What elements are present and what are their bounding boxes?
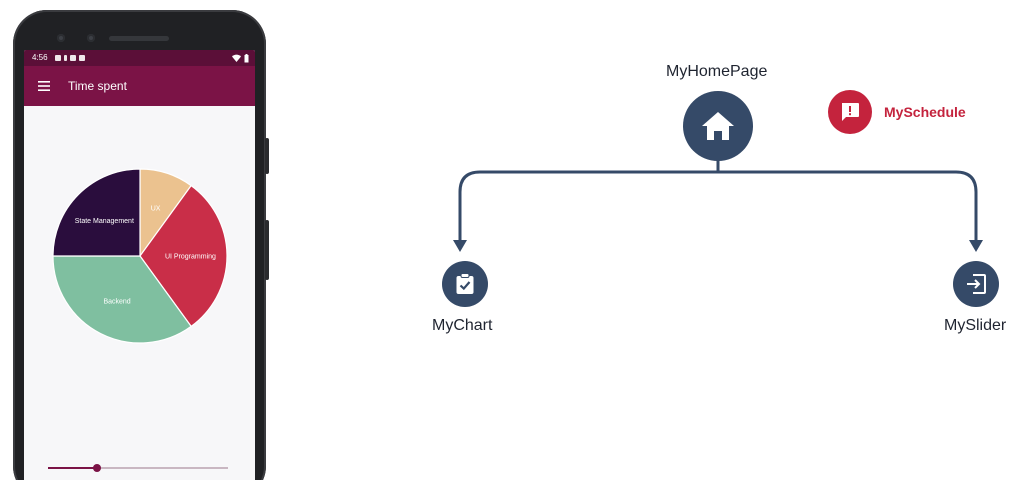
home-icon xyxy=(702,112,734,140)
app-bar-title: Time spent xyxy=(68,79,127,93)
myschedule-label: MySchedule xyxy=(884,104,966,120)
front-camera-icon xyxy=(57,34,65,42)
play-store-icon xyxy=(78,55,85,61)
pie-slice-backend xyxy=(52,255,192,344)
app-bar: Time spent xyxy=(24,66,255,106)
myschedule-badge xyxy=(828,90,872,134)
phone-screen: 4:56 Time spent UX UI Programming xyxy=(24,50,255,480)
system-icons xyxy=(232,50,249,66)
parking-icon xyxy=(69,55,76,61)
clipboard-check-icon xyxy=(456,273,474,294)
connector-right xyxy=(718,170,978,242)
notification-icon xyxy=(54,55,61,61)
menu-icon[interactable] xyxy=(24,66,64,106)
arrowhead-left xyxy=(453,240,467,252)
wifi-icon xyxy=(232,54,241,62)
root-node-label: MyHomePage xyxy=(666,63,768,80)
power-button xyxy=(265,138,269,174)
pie-slice-ui-programming xyxy=(139,184,228,328)
myschedule-legend: MySchedule xyxy=(828,90,966,134)
feedback-icon xyxy=(842,103,859,121)
status-time: 4:56 xyxy=(32,53,48,62)
myslider-node xyxy=(953,261,999,307)
slider-fill xyxy=(48,467,97,469)
notification-icons xyxy=(54,55,85,61)
time-slider[interactable] xyxy=(48,463,228,473)
pie-label-state-management: State Management xyxy=(75,218,134,225)
battery-icon xyxy=(244,53,249,62)
pie-label-backend: Backend xyxy=(103,298,130,305)
arrowhead-right xyxy=(969,240,983,252)
phone-mockup: 4:56 Time spent UX UI Programming xyxy=(13,10,269,480)
mychart-node-label: MyChart xyxy=(432,317,493,334)
volume-button xyxy=(265,220,269,280)
root-node xyxy=(683,91,753,161)
mic-icon xyxy=(63,55,67,61)
status-bar: 4:56 xyxy=(24,50,255,66)
speaker-grille xyxy=(109,36,169,41)
slider-track[interactable] xyxy=(48,467,228,469)
slider-thumb[interactable] xyxy=(92,464,101,472)
mychart-node xyxy=(442,261,488,307)
myslider-node-label: MySlider xyxy=(944,317,1007,334)
exit-to-app-icon xyxy=(967,274,986,294)
connector-left xyxy=(458,160,720,242)
pie-label-ux: UX xyxy=(151,206,161,213)
pie-slice-state-management xyxy=(52,168,141,257)
pie-label-ui-programming: UI Programming xyxy=(165,254,216,261)
sensor-icon xyxy=(87,34,95,42)
